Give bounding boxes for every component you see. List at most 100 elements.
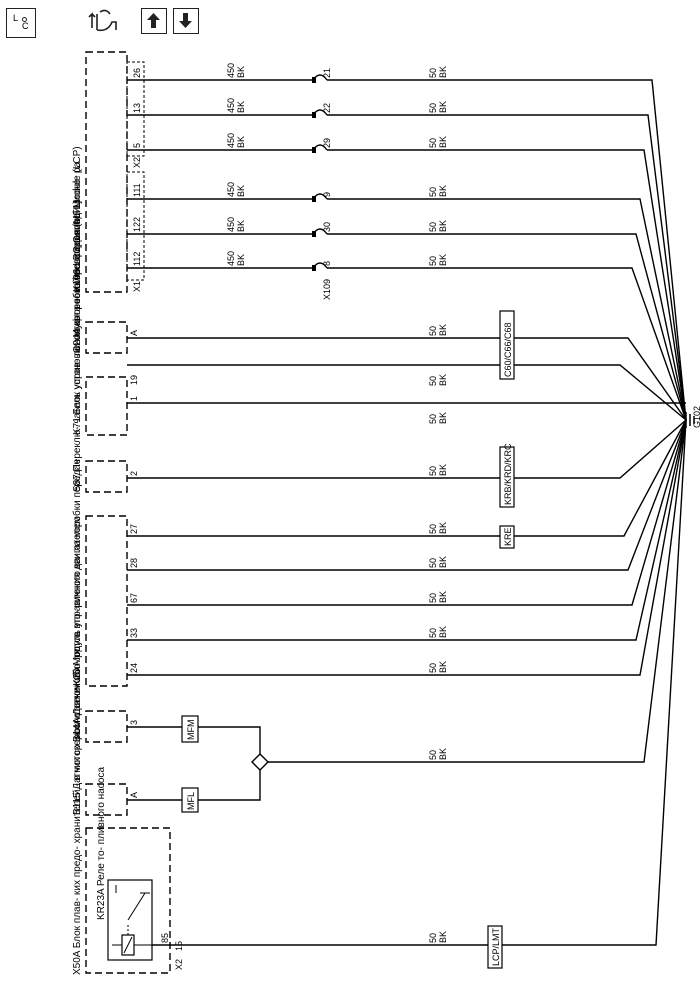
svg-text:50: 50 <box>428 376 438 386</box>
svg-text:5: 5 <box>132 143 142 148</box>
ground-symbol <box>685 412 695 428</box>
x109-pin-labels: 21 22 29 9 30 8 <box>322 68 332 266</box>
k20-label: K20 Модуль управления двигателем <box>72 516 83 686</box>
svg-text:2: 2 <box>129 471 139 476</box>
svg-text:85: 85 <box>160 933 170 943</box>
kr23a-relay-box <box>107 879 153 961</box>
navigate-button[interactable] <box>88 6 120 36</box>
arrow-down-button[interactable] <box>173 8 199 34</box>
svg-text:BK: BK <box>438 324 448 336</box>
option-box-krb <box>499 446 515 508</box>
svg-text:112: 112 <box>132 252 142 266</box>
svg-text:BK: BK <box>236 185 246 197</box>
svg-text:BK: BK <box>438 220 448 232</box>
k103-x2-label: X2 <box>132 157 142 168</box>
k71-label: K71 Блок управ- ления ко- робкой пе- ред… <box>71 200 83 435</box>
svg-text:BK: BK <box>438 374 448 386</box>
loc-button[interactable]: L C <box>6 8 36 38</box>
loc-icon: L C <box>13 13 29 31</box>
svg-text:122: 122 <box>132 217 142 232</box>
g102-label: G102 <box>692 406 700 428</box>
s87-outline <box>85 460 128 493</box>
svg-text:BK: BK <box>438 66 448 78</box>
svg-text:15: 15 <box>174 941 184 951</box>
svg-text:50: 50 <box>428 628 438 638</box>
svg-text:BK: BK <box>438 254 448 266</box>
svg-text:MFL: MFL <box>186 792 196 810</box>
svg-text:BK: BK <box>236 254 246 266</box>
x50a-outline <box>85 827 171 974</box>
svg-text:BK: BK <box>438 626 448 638</box>
svg-text:9: 9 <box>322 192 332 197</box>
svg-text:450: 450 <box>226 63 236 78</box>
svg-text:111: 111 <box>132 183 142 197</box>
option-box-lcp <box>487 925 503 969</box>
svg-text:50: 50 <box>428 524 438 534</box>
arrow-down-icon <box>179 13 192 28</box>
svg-text:50: 50 <box>428 138 438 148</box>
option-box-kre <box>499 525 515 549</box>
svg-text:8: 8 <box>322 261 332 266</box>
svg-text:28: 28 <box>129 558 139 568</box>
svg-text:BK: BK <box>236 66 246 78</box>
option-labels: C60/C66/C68 KRB/KRD/KRC KRE MFM MFL LCP/… <box>186 322 513 966</box>
svg-text:BK: BK <box>438 136 448 148</box>
b14a-label: B14A Датчик обо- ротов вто- ричного ва- … <box>71 459 83 742</box>
svg-text:A: A <box>129 792 139 798</box>
svg-text:450: 450 <box>226 182 236 197</box>
svg-text:26: 26 <box>132 68 142 78</box>
svg-text:29: 29 <box>322 138 332 148</box>
svg-text:50: 50 <box>428 414 438 424</box>
svg-text:27: 27 <box>129 524 139 534</box>
svg-text:30: 30 <box>322 222 332 232</box>
c2-outline <box>85 321 128 354</box>
svg-text:BK: BK <box>438 412 448 424</box>
navigate-icon <box>88 9 117 32</box>
svg-text:1: 1 <box>129 396 139 401</box>
svg-text:BK: BK <box>438 556 448 568</box>
svg-text:33: 33 <box>129 628 139 638</box>
svg-text:MFM: MFM <box>186 720 196 741</box>
k103-x1-connector <box>126 171 145 281</box>
svg-text:50: 50 <box>428 466 438 476</box>
svg-text:50: 50 <box>428 222 438 232</box>
svg-text:50: 50 <box>428 326 438 336</box>
svg-text:22: 22 <box>322 103 332 113</box>
svg-text:BK: BK <box>438 522 448 534</box>
svg-text:50: 50 <box>428 187 438 197</box>
k71-outline <box>85 376 128 436</box>
svg-text:BK: BK <box>438 464 448 476</box>
k20-outline <box>85 515 128 687</box>
svg-text:BK: BK <box>236 101 246 113</box>
svg-text:50: 50 <box>428 593 438 603</box>
svg-text:450: 450 <box>226 133 236 148</box>
svg-text:KRB/KRD/KRC: KRB/KRD/KRC <box>503 443 513 505</box>
svg-text:LCP/LMT: LCP/LMT <box>491 927 501 966</box>
svg-text:BK: BK <box>438 591 448 603</box>
svg-text:19: 19 <box>129 375 139 385</box>
s87-label: S87 Переклю- чатель установки октаново- … <box>72 213 83 492</box>
b14a-outline <box>85 710 128 743</box>
k103-x2-connector <box>126 61 145 157</box>
option-box-mfl <box>181 787 199 813</box>
svg-text:BK: BK <box>438 931 448 943</box>
gauge-labels-50: 50 BK 50 BK 50 BK 50 BK 50 BK 50 BK 50 B… <box>428 66 448 943</box>
svg-text:A: A <box>129 330 139 336</box>
svg-text:BK: BK <box>438 661 448 673</box>
option-box-mfm <box>181 715 199 743</box>
svg-text:50: 50 <box>428 558 438 568</box>
svg-text:67: 67 <box>129 593 139 603</box>
option-box-c60 <box>499 310 515 380</box>
k103-label: K103 LPG Control Module (LCP) <box>72 146 83 292</box>
svg-text:KRE: KRE <box>503 527 513 546</box>
svg-text:24: 24 <box>129 663 139 673</box>
svg-text:50: 50 <box>428 103 438 113</box>
svg-text:BK: BK <box>438 101 448 113</box>
b115-label: B115 Датчик скорости автомоби- ля <box>71 649 83 815</box>
arrow-up-icon <box>147 13 160 28</box>
svg-text:50: 50 <box>428 256 438 266</box>
svg-text:450: 450 <box>226 217 236 232</box>
svg-text:50: 50 <box>428 750 438 760</box>
wire-group-others <box>127 337 687 946</box>
arrow-up-button[interactable] <box>141 8 167 34</box>
